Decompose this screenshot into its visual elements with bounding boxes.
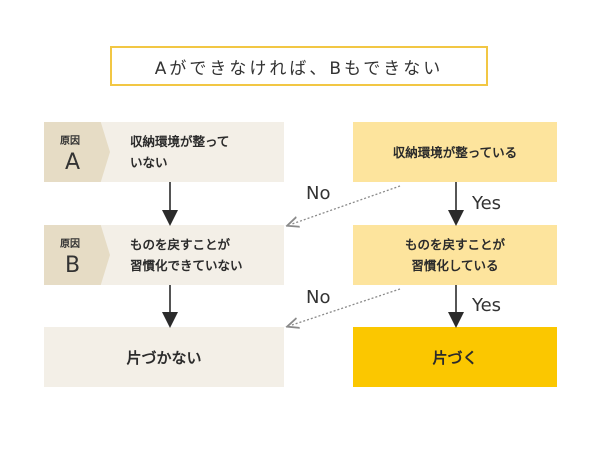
diagram-title: Aができなければ、Bもできない bbox=[110, 46, 488, 86]
label-no-2: No bbox=[306, 287, 331, 308]
right-step1-text: 収納環境が整っている bbox=[392, 144, 518, 160]
result-right-box: 片づく bbox=[353, 327, 557, 387]
cause-a-text: 収納環境が整って いない bbox=[130, 131, 229, 173]
cause-a-tag: 原因 A bbox=[44, 122, 110, 182]
cause-b-letter: B bbox=[65, 253, 81, 278]
cause-a-line2: いない bbox=[130, 155, 168, 170]
cause-a-letter: A bbox=[65, 150, 81, 175]
arrow-no-1 bbox=[292, 185, 401, 224]
cause-a-label: 原因 bbox=[60, 136, 80, 147]
cause-b-line1: ものを戻すことが bbox=[130, 237, 231, 252]
cause-a-box: 原因 A 収納環境が整って いない bbox=[0, 122, 600, 182]
label-yes-2: Yes bbox=[472, 295, 502, 316]
right-step2-line1: ものを戻すことが bbox=[404, 237, 505, 252]
arrow-no-2 bbox=[292, 288, 401, 325]
label-no-1: No bbox=[306, 183, 331, 204]
cause-b-label: 原因 bbox=[60, 239, 80, 250]
label-yes-1: Yes bbox=[472, 193, 502, 214]
cause-b-tag: 原因 B bbox=[44, 225, 110, 285]
right-step1-box: 収納環境が整っている bbox=[353, 122, 557, 182]
right-step2-line2: 習慣化している bbox=[411, 258, 499, 273]
result-left-box: 片づかない bbox=[44, 327, 284, 387]
cause-b-box: 原因 B ものを戻すことが 習慣化できていない bbox=[0, 225, 600, 285]
cause-b-line2: 習慣化できていない bbox=[130, 258, 243, 273]
cause-b-text: ものを戻すことが 習慣化できていない bbox=[130, 234, 243, 276]
right-step2-box: ものを戻すことが 習慣化している bbox=[353, 225, 557, 285]
cause-a-line1: 収納環境が整って bbox=[130, 134, 230, 149]
